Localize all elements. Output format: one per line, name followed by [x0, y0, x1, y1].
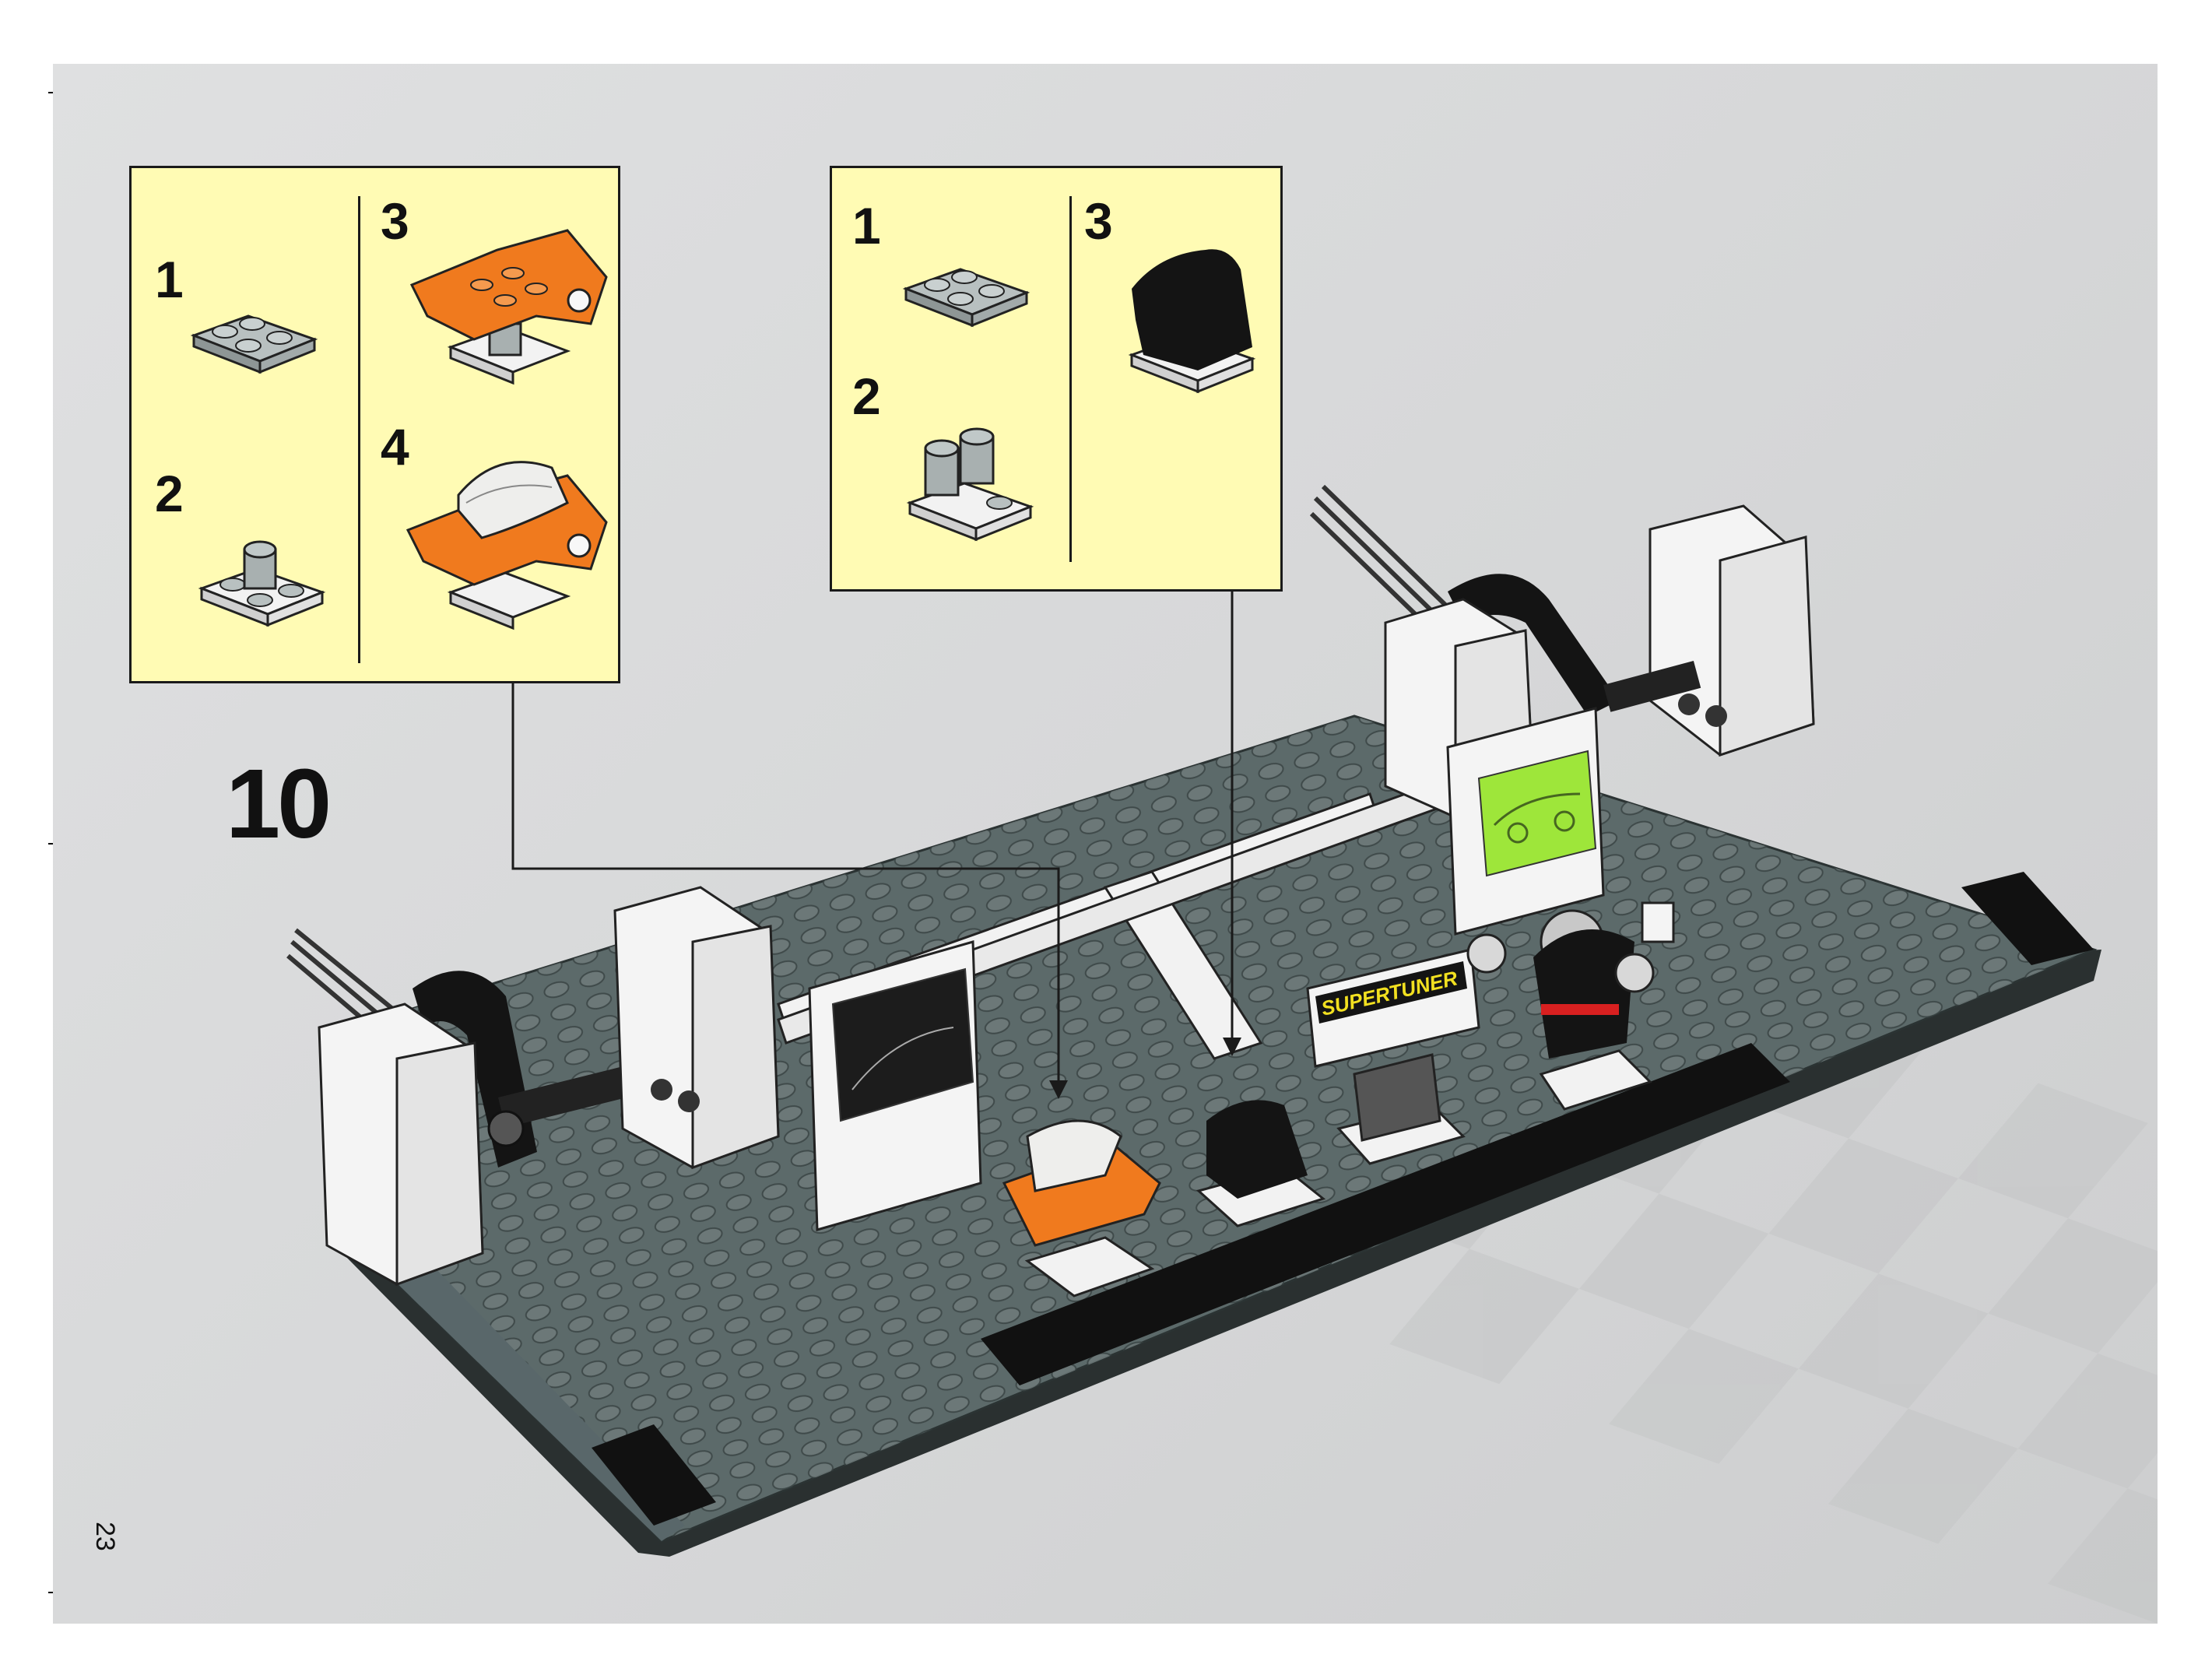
- plate-with-round-brick-part: [198, 540, 326, 627]
- dark-poster-panel: [808, 940, 982, 1231]
- step-number: 10: [226, 749, 332, 859]
- substep-callout-left: 1 2 3 4: [129, 166, 620, 683]
- orange-body-part: [409, 229, 608, 385]
- sign-stand: [1306, 948, 1480, 1165]
- orange-body-white-hood-part: [406, 461, 608, 630]
- wheel-machine: [1466, 901, 1675, 1111]
- gray-plate-part: [190, 314, 318, 374]
- substep-number: 2: [155, 465, 184, 522]
- pillar-middle-left: [613, 886, 780, 1170]
- page-number: 23: [90, 1522, 120, 1551]
- black-body-part: [1128, 249, 1256, 394]
- pillar-front-left: [286, 928, 679, 1287]
- substep-callout-right: 1 2 3: [830, 166, 1283, 592]
- gray-plate-part: [902, 268, 1031, 328]
- substep-number: 3: [381, 192, 409, 250]
- callout-divider: [358, 196, 360, 663]
- plate-with-two-round-bricks-part: [906, 427, 1034, 542]
- substep-number: 2: [852, 367, 881, 425]
- black-assembly: [1196, 1100, 1326, 1227]
- pillar-back-right: [1648, 504, 1815, 757]
- substep-number: 4: [381, 418, 409, 476]
- callout-divider: [1069, 196, 1072, 562]
- orange-assembly: [1002, 1119, 1161, 1298]
- substep-number: 3: [1084, 192, 1113, 250]
- poster-panel: [1446, 707, 1605, 936]
- substep-number: 1: [155, 251, 184, 308]
- substep-number: 1: [852, 197, 881, 255]
